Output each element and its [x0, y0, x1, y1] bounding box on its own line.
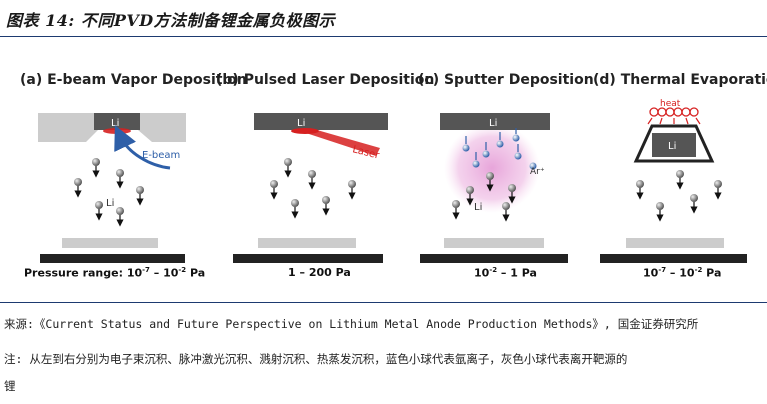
- li-atom: [116, 169, 124, 177]
- pvd-diagram-svg: Li E-beam Li Li Laser: [38, 99, 747, 263]
- ar-ions: [462, 128, 537, 170]
- figure-note-line1: 注: 从左到右分别为电子束沉积、脉冲激光沉积、溅射沉积、热蒸发沉积，蓝色小球代表…: [4, 352, 628, 366]
- li-atoms-b: [270, 158, 356, 219]
- panel-d-thermal: heat Li: [600, 99, 747, 263]
- figure-title: 图表 14: 不同PVD方法制备锂金属负极图示: [6, 11, 336, 30]
- li-atom: [676, 170, 684, 178]
- heat-label: heat: [660, 99, 681, 109]
- pvd-figure: Li E-beam Li Li Laser: [0, 38, 767, 298]
- li-atoms-c: [452, 172, 516, 222]
- li-atom: [136, 186, 144, 194]
- li-atoms-d: [636, 170, 722, 222]
- ar-ion: [529, 162, 537, 170]
- separator-line: [0, 302, 767, 303]
- pressure-range-d: 10-7 – 10-2 Pa: [643, 266, 722, 280]
- panel-title-a: (a) E-beam Vapor Deposition: [20, 72, 247, 88]
- pressure-range-c: 10-2 – 1 Pa: [474, 266, 537, 280]
- ar-ion: [462, 144, 470, 152]
- li-atom: [308, 170, 316, 178]
- li-atom-label-a: Li: [106, 198, 114, 209]
- heat-rays: [647, 117, 701, 125]
- substrate-b: [233, 254, 383, 263]
- substrate-c: [420, 254, 568, 263]
- title-bar: 图表 14: 不同PVD方法制备锂金属负极图示: [0, 0, 767, 37]
- li-atom: [508, 184, 516, 192]
- li-atom: [656, 202, 664, 210]
- li-atom: [92, 158, 100, 166]
- plasma-glow: [444, 123, 540, 213]
- ar-ion: [512, 134, 520, 142]
- substrate-holder-c: [444, 238, 544, 248]
- li-atom: [291, 199, 299, 207]
- li-target-c: [440, 113, 550, 130]
- li-atom: [452, 200, 460, 208]
- laser-beam: [306, 128, 380, 156]
- substrate-a: [40, 254, 185, 263]
- figure-note-line2: 锂: [4, 379, 16, 393]
- li-label-c: Li: [489, 118, 497, 129]
- li-atom: [116, 207, 124, 215]
- pressure-range-a: Pressure range: 10-7 – 10-2 Pa: [24, 266, 206, 280]
- li-label-b: Li: [297, 118, 305, 129]
- li-source-d: [652, 133, 696, 157]
- li-atom: [348, 180, 356, 188]
- panel-title-c: (c) Sputter Deposition: [418, 72, 594, 88]
- li-atom-label-c: Li: [474, 202, 482, 213]
- ar-ion: [514, 152, 522, 160]
- li-label-d: Li: [668, 141, 676, 152]
- li-atom: [690, 194, 698, 202]
- ebeam-spot: [103, 128, 131, 134]
- ebeam-arrow: [114, 125, 171, 170]
- li-atom: [466, 186, 474, 194]
- ar-ion: [482, 150, 490, 158]
- heater-coil: [649, 107, 699, 117]
- li-atom: [284, 158, 292, 166]
- li-atom: [95, 201, 103, 209]
- li-atom: [636, 180, 644, 188]
- ar-label: Ar⁺: [530, 167, 545, 177]
- li-atom: [270, 180, 278, 188]
- li-label-a: Li: [111, 118, 119, 129]
- li-atom: [486, 172, 494, 180]
- substrate-holder-d: [626, 238, 724, 248]
- panel-b-pld: Li Laser: [233, 113, 388, 263]
- li-atom: [502, 202, 510, 210]
- pressure-range-b: 1 – 200 Pa: [288, 266, 351, 279]
- ar-ion: [472, 160, 480, 168]
- panel-title-b: (b) Pulsed Laser Deposition: [216, 72, 435, 88]
- substrate-holder-a: [62, 238, 158, 248]
- li-atom: [74, 178, 82, 186]
- li-target-b: [254, 113, 388, 130]
- panel-c-sputter: Li Ar⁺ Li: [420, 113, 568, 263]
- substrate-d: [600, 254, 747, 263]
- source-note: 来源:《Current Status and Future Perspectiv…: [4, 317, 699, 331]
- li-atom: [322, 196, 330, 204]
- ebeam-label: E-beam: [142, 150, 180, 161]
- panel-title-d: (d) Thermal Evaporation: [593, 72, 767, 88]
- substrate-holder-b: [258, 238, 356, 248]
- li-atoms-a: [74, 158, 144, 227]
- ar-ion: [496, 140, 504, 148]
- laser-label: Laser: [351, 144, 381, 161]
- panel-a-ebeam: Li E-beam Li: [38, 113, 186, 263]
- li-atom: [714, 180, 722, 188]
